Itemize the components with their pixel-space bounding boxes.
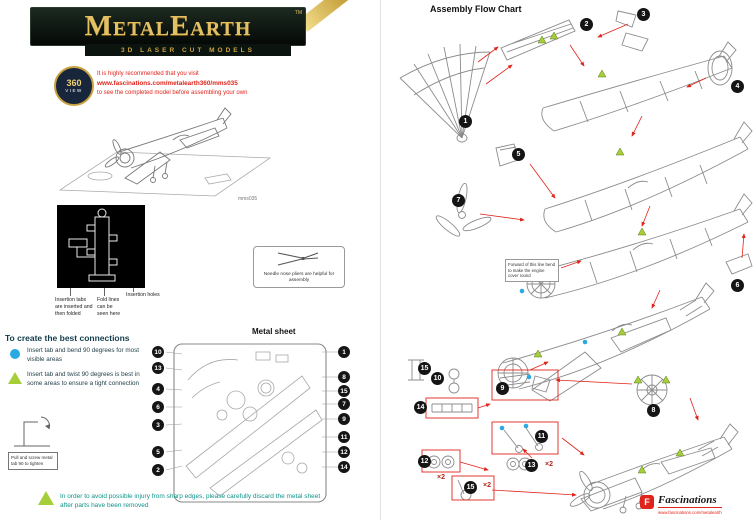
sheet-number: 8 — [338, 371, 350, 383]
360-view-badge: 360 VIEW — [54, 66, 94, 106]
logo-title: MetalEarth — [84, 10, 252, 42]
sheet-number: 3 — [152, 419, 164, 431]
flow-step-11: 11 — [535, 430, 548, 443]
quantity-x2-step15: ×2 — [483, 482, 491, 489]
flow-step-15: 15 — [418, 362, 431, 375]
visit-recommendation: It is highly recommended that you visit … — [97, 70, 275, 98]
quantity-x2-step12: ×2 — [437, 474, 445, 481]
warning-triangle-icon — [38, 491, 54, 505]
blue-dot-markers — [499, 288, 588, 431]
metal-sheet-drawing — [166, 343, 338, 503]
flow-step-7: 7 — [452, 194, 465, 207]
pliers-icon — [277, 252, 319, 266]
sheet-number: 11 — [338, 431, 350, 443]
sharp-edge-warning: In order to avoid possible injury from s… — [60, 493, 321, 510]
flow-step-3: 3 — [637, 8, 650, 21]
blue-dot-legend-icon — [10, 349, 20, 359]
page-fold-divider — [380, 0, 381, 520]
badge-view-text: VIEW — [65, 88, 83, 93]
flow-step-14: 14 — [414, 401, 427, 414]
trademark-symbol: TM — [294, 10, 302, 16]
flow-step-1: 1 — [459, 115, 472, 128]
leader-line — [104, 288, 105, 296]
leader-line — [133, 288, 134, 292]
leader-line — [70, 288, 71, 296]
metal-sheet-title: Metal sheet — [252, 327, 296, 336]
engine-cover-bend-note: Forward of this line bend to make the en… — [505, 259, 559, 282]
fascinations-brand: F Fascinations www.fascinations.com/meta… — [640, 495, 722, 515]
visit-line-1: It is highly recommended that you visit — [97, 71, 199, 77]
sheet-number: 5 — [152, 446, 164, 458]
gold-ribbon-decoration — [298, 0, 360, 32]
pull-screw-note: Pull and screw metal tab 90 to tighten — [8, 452, 58, 470]
sheet-number: 4 — [152, 383, 164, 395]
flow-step-10: 10 — [431, 372, 444, 385]
metal-earth-logo: MetalEarth TM — [30, 7, 306, 46]
sheet-number: 2 — [152, 464, 164, 476]
flow-step-12: 12 — [418, 455, 431, 468]
twist-tab-sketch — [14, 416, 50, 447]
sheet-number: 15 — [338, 385, 350, 397]
flow-step-9: 9 — [496, 382, 509, 395]
sheet-number: 14 — [338, 461, 350, 473]
flow-step-4: 4 — [731, 80, 744, 93]
tab-detail-drawing — [68, 208, 118, 282]
flow-step-8: 8 — [647, 404, 660, 417]
flow-step-15-repeat: 15 — [464, 481, 477, 494]
flow-step-5: 5 — [512, 148, 525, 161]
fascinations-wordmark: Fascinations — [658, 495, 722, 508]
label-fold-lines: Fold lines can be seen here — [97, 297, 121, 317]
connections-heading: To create the best connections — [5, 333, 130, 343]
legend-green-text: Insert tab and twist 90 degrees is best … — [27, 371, 140, 387]
green-triangle-legend-icon — [8, 372, 22, 384]
visit-line-3: to see the completed model before assemb… — [97, 89, 248, 96]
sheet-number: 10 — [152, 346, 164, 358]
flow-step-6: 6 — [731, 279, 744, 292]
assembled-model-illustration — [58, 107, 272, 197]
pliers-tip-box: Needle nose pliers are helpful for assem… — [253, 246, 345, 288]
quantity-x2-step13: ×2 — [545, 461, 553, 468]
flow-chart-title: Assembly Flow Chart — [430, 4, 522, 14]
sheet-number: 6 — [152, 401, 164, 413]
pliers-note-text: Needle nose pliers are helpful for assem… — [263, 272, 335, 284]
fascinations-url[interactable]: www.fascinations.com/metalearth — [658, 510, 722, 515]
flow-step-2: 2 — [580, 18, 593, 31]
fascinations-logo-icon: F — [640, 495, 654, 509]
logo-subtitle: 3D LASER CUT MODELS — [85, 44, 291, 56]
badge-360-text: 360 — [66, 78, 82, 88]
sheet-number: 12 — [338, 446, 350, 458]
green-triangle-markers — [533, 31, 685, 474]
label-insertion-tabs: Insertion tabs are inserted and then fol… — [55, 297, 93, 317]
sheet-number: 7 — [338, 398, 350, 410]
model-code-label: mms035 — [238, 196, 258, 202]
assembly-flow-chart-drawing — [399, 10, 753, 514]
tab-detail-photo — [57, 205, 145, 288]
sheet-number: 1 — [338, 346, 350, 358]
flow-step-13: 13 — [525, 459, 538, 472]
metalearth360-url[interactable]: www.fascinations.com/metalearth360/mms03… — [97, 80, 238, 87]
label-insertion-holes: Insertion holes — [126, 292, 160, 298]
sheet-number: 13 — [152, 362, 164, 374]
sheet-number: 9 — [338, 413, 350, 425]
legend-blue-text: Insert tab and bend 90 degrees for most … — [27, 347, 140, 363]
